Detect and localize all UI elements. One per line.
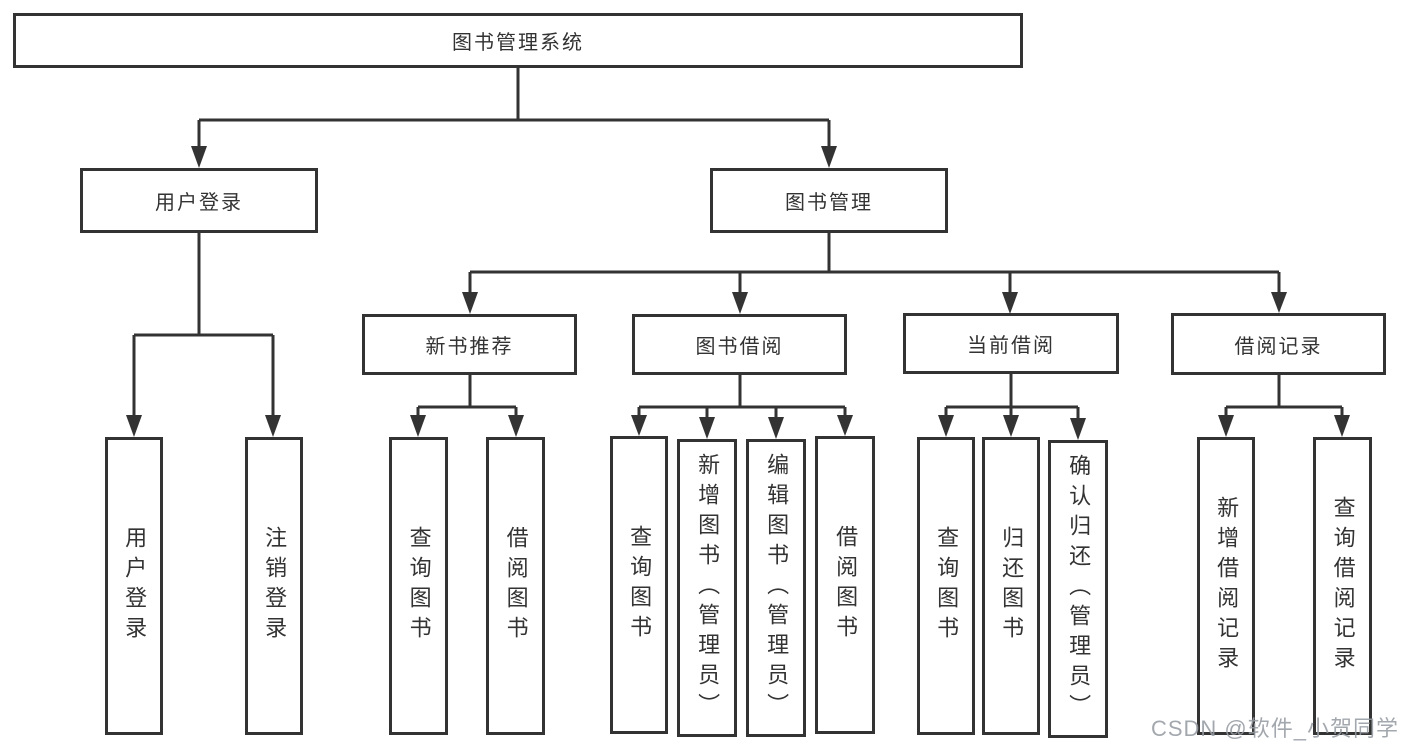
leaf-label: 确认归还（管理员） <box>1066 454 1092 724</box>
node-label: 新书推荐 <box>425 336 514 358</box>
leaf-label: 注销登录 <box>262 526 288 646</box>
leaf-query-books-borrow: 查询图书 <box>610 436 668 734</box>
leaf-logout: 注销登录 <box>245 437 303 735</box>
node-label: 用户登录 <box>155 192 243 214</box>
node-label: 借阅记录 <box>1234 335 1323 358</box>
leaf-label: 新增图书（管理员） <box>695 453 721 723</box>
leaf-label: 借阅图书 <box>503 526 529 646</box>
csdn-watermark: CSDN @软件_小贺同学 <box>1150 716 1399 741</box>
leaf-label: 编辑图书（管理员） <box>764 453 790 723</box>
leaf-label: 用户登录 <box>122 526 148 646</box>
leaf-query-borrow-record: 查询借阅记录 <box>1313 437 1372 735</box>
leaf-label: 查询图书 <box>627 525 653 645</box>
leaf-add-borrow-record: 新增借阅记录 <box>1197 437 1255 735</box>
node-library-management-system: 图书管理系统 <box>13 13 1023 68</box>
leaf-borrow-books-recommend: 借阅图书 <box>486 437 545 735</box>
leaf-edit-books-admin: 编辑图书（管理员） <box>746 439 806 737</box>
leaf-add-books-admin: 新增图书（管理员） <box>677 439 737 737</box>
leaf-label: 查询图书 <box>406 526 432 646</box>
node-borrow-record: 借阅记录 <box>1171 313 1386 375</box>
leaf-label: 新增借阅记录 <box>1214 496 1240 676</box>
node-label: 图书管理系统 <box>452 32 584 54</box>
node-user-login: 用户登录 <box>80 168 318 233</box>
leaf-label: 借阅图书 <box>833 525 859 645</box>
node-book-borrow: 图书借阅 <box>632 314 847 375</box>
leaf-query-books-recommend: 查询图书 <box>389 437 448 735</box>
node-label: 图书借阅 <box>695 336 784 358</box>
leaf-user-login: 用户登录 <box>105 437 163 735</box>
leaf-confirm-return-admin: 确认归还（管理员） <box>1048 440 1108 738</box>
arrowhead-icons <box>126 146 1350 440</box>
leaf-label: 归还图书 <box>999 526 1025 646</box>
leaf-query-books-current: 查询图书 <box>917 437 975 735</box>
node-current-borrow: 当前借阅 <box>903 313 1119 374</box>
leaf-label: 查询借阅记录 <box>1330 496 1356 676</box>
node-new-book-recommend: 新书推荐 <box>362 314 577 375</box>
leaf-label: 查询图书 <box>934 526 960 646</box>
node-label: 当前借阅 <box>967 335 1055 357</box>
node-label: 图书管理 <box>785 192 873 214</box>
leaf-borrow-books: 借阅图书 <box>815 436 875 734</box>
leaf-return-books: 归还图书 <box>982 437 1040 735</box>
node-book-management: 图书管理 <box>710 168 948 233</box>
